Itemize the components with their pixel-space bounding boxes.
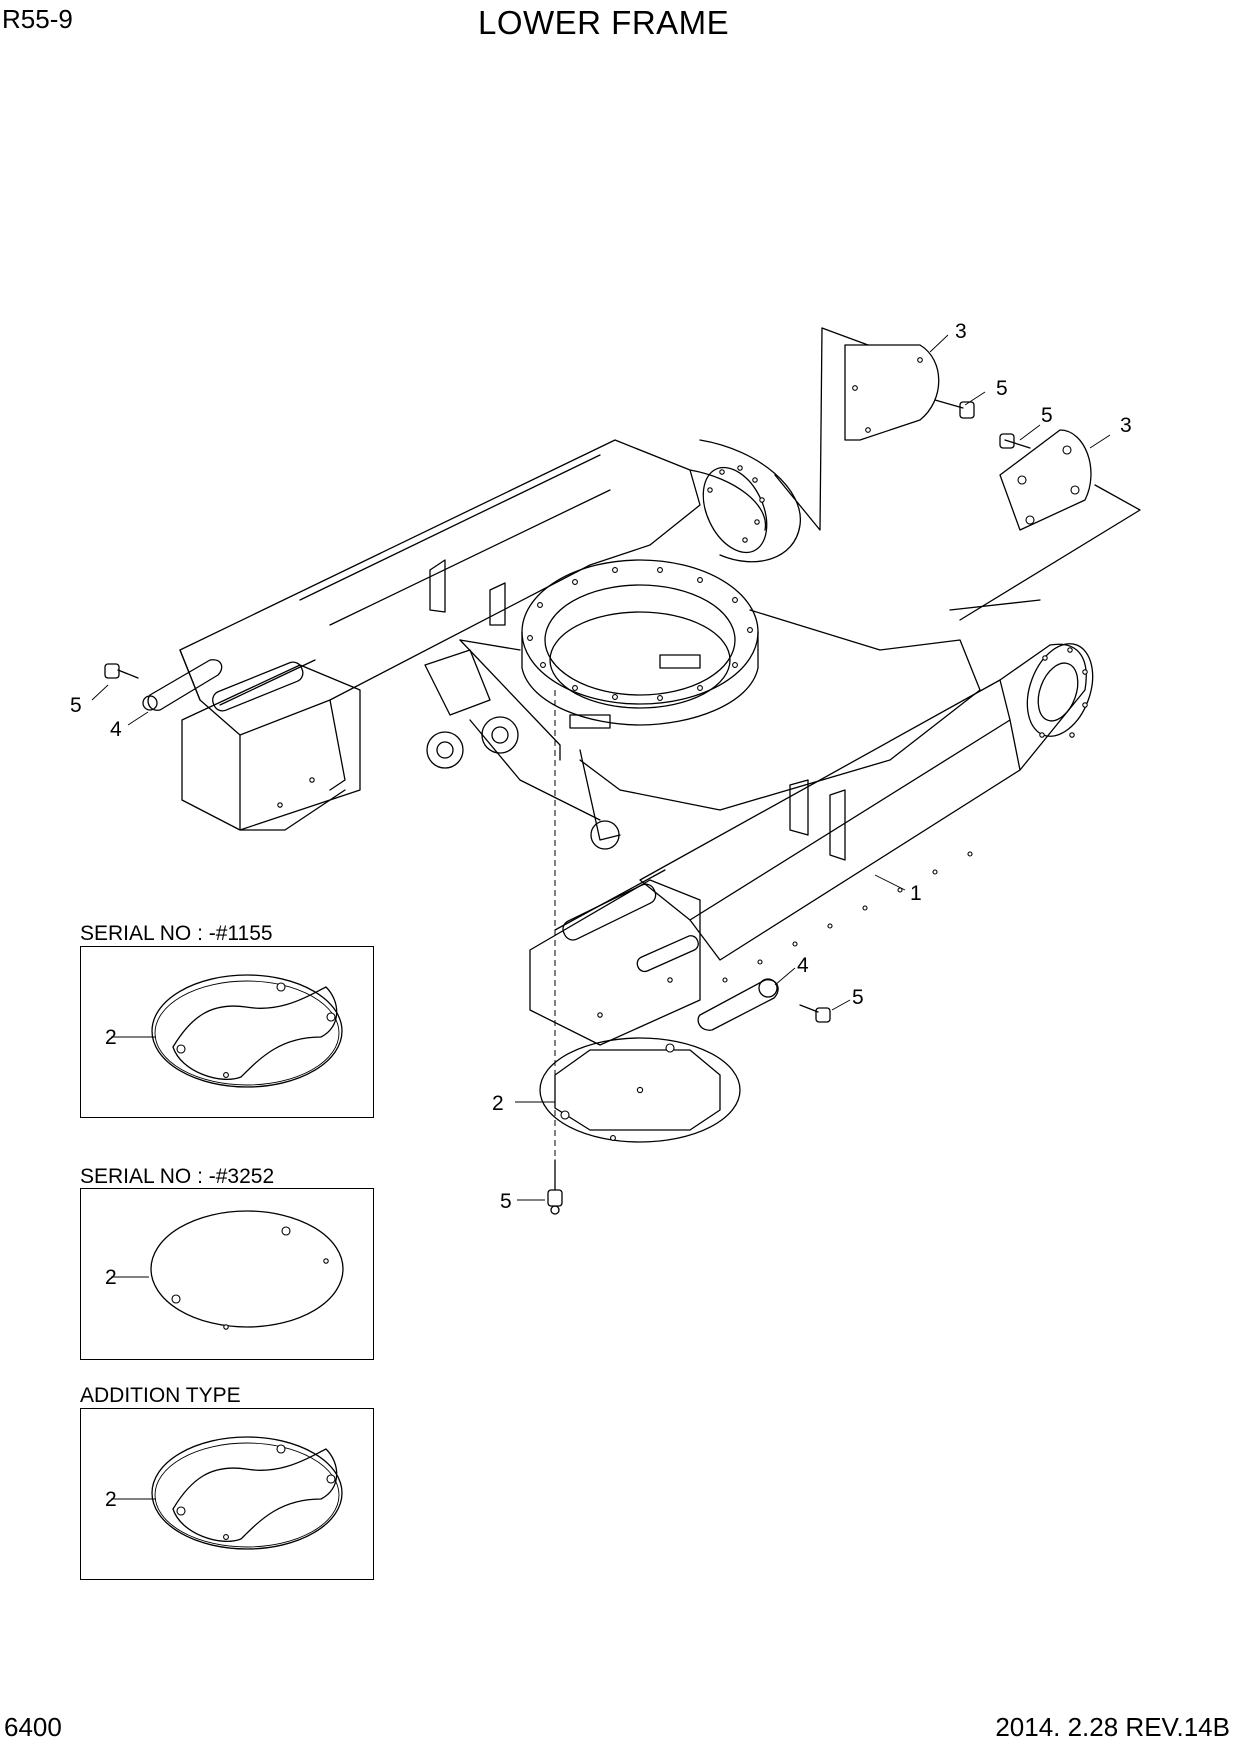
callout-bolt-top: 5: [996, 377, 1008, 400]
cover-upper: [774, 327, 940, 531]
variant-box-1: 2: [80, 946, 374, 1118]
variant-caption-1: SERIAL NO : -#1155: [80, 922, 273, 945]
callout-link-right: 4: [797, 954, 809, 977]
callout-bolt-bottom: 5: [500, 1190, 512, 1213]
callout-bolt-top-2: 5: [1041, 404, 1053, 427]
variant-3-callout: 2: [105, 1488, 117, 1511]
page-title: LOWER FRAME: [478, 4, 730, 41]
callout-cover-right: 3: [1120, 414, 1132, 437]
callout-lower-frame: 1: [910, 882, 922, 905]
callout-cover-top: 3: [955, 320, 967, 343]
revision-date: 2014. 2.28 REV.14B: [995, 1712, 1230, 1742]
callout-link-left: 4: [110, 718, 122, 741]
callout-bolt-right: 5: [852, 986, 864, 1009]
variant-caption-2: SERIAL NO : -#3252: [80, 1165, 275, 1188]
callout-plate-main: 2: [492, 1092, 504, 1115]
variant-box-2: 2: [80, 1188, 374, 1360]
cover-lower: [959, 429, 1141, 621]
center-turret: [424, 559, 981, 850]
variant-1-callout: 2: [105, 1026, 117, 1049]
variant-2-callout: 2: [105, 1266, 117, 1289]
cover-plate-main: [539, 1037, 741, 1143]
leader-lines: [91, 334, 1111, 1201]
model-number: R55-9: [2, 4, 73, 34]
callout-bolt-left: 5: [70, 694, 82, 717]
left-track-rail: [179, 439, 801, 831]
bolts: [104, 399, 1031, 1215]
right-track-rail: [529, 599, 1094, 1046]
variant-caption-3: ADDITION TYPE: [80, 1384, 241, 1407]
page-number: 6400: [4, 1712, 62, 1742]
variant-box-3: 2: [80, 1408, 374, 1580]
